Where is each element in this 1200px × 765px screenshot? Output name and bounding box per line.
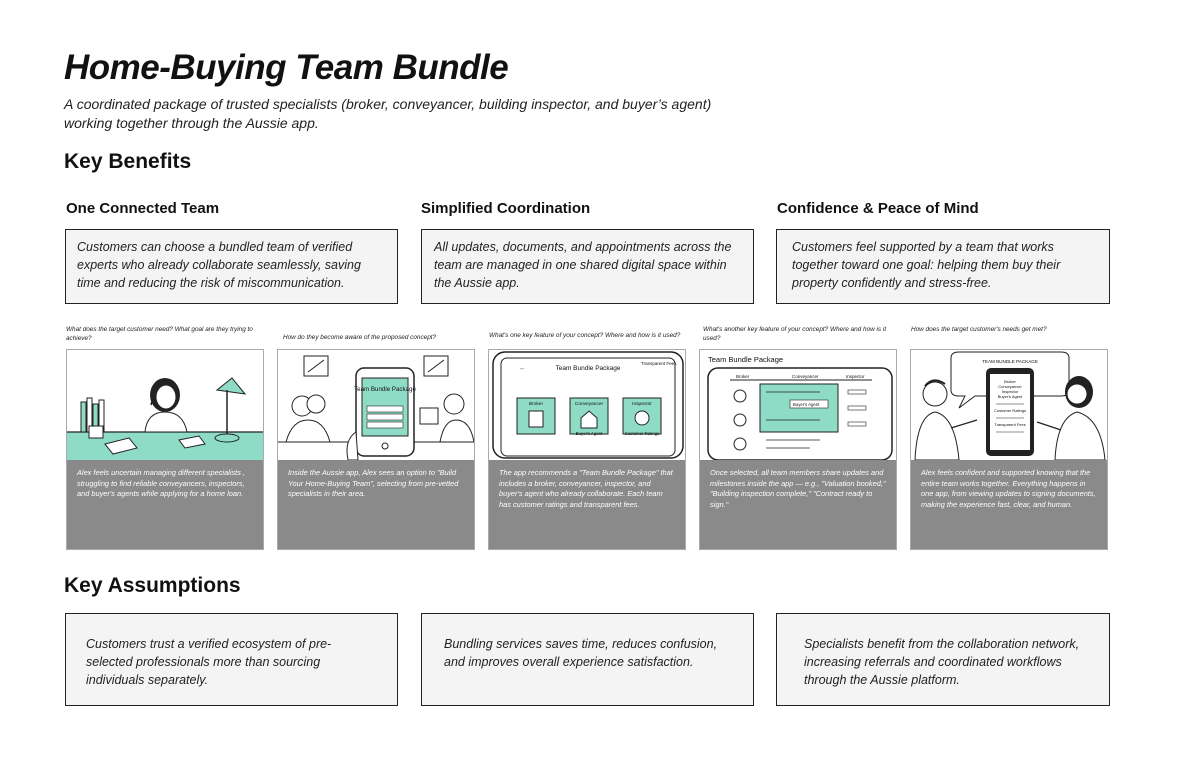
phone5-line-3: Inspector <box>1002 389 1019 394</box>
storyboard-panel-3: ← Team Bundle Package Transparent Fees B… <box>488 349 686 550</box>
sketch-confident-customer: TEAM BUNDLE PACKAGE Broker Conveyancer I… <box>911 350 1107 461</box>
storyboard-panel-5: TEAM BUNDLE PACKAGE Broker Conveyancer I… <box>910 349 1108 550</box>
storyboard-caption-1: Alex feels uncertain managing different … <box>67 461 263 549</box>
storyboard-panel-4: Team Bundle Package Broker Conveyancer I… <box>699 349 897 550</box>
benefit-text-2: All updates, documents, and appointments… <box>434 240 732 290</box>
storyboard-panel-2: Team Bundle Package Inside the Aussie ap… <box>277 349 475 550</box>
assumption-text-1: Customers trust a verified ecosystem of … <box>86 637 332 687</box>
svg-text:←: ← <box>519 365 526 372</box>
assumption-card-3: Specialists benefit from the collaborati… <box>776 613 1110 706</box>
benefit-text-1: Customers can choose a bundled team of v… <box>77 240 361 290</box>
page-title: Home-Buying Team Bundle <box>64 48 509 87</box>
assumption-text-3: Specialists benefit from the collaborati… <box>804 637 1080 687</box>
tablet3-tile-broker: Broker <box>529 401 544 407</box>
tablet3-sub-ratings: Customer Ratings <box>625 431 659 436</box>
storyboard-question-4: What's another key feature of your conce… <box>703 326 887 342</box>
benefit-text-3: Customers feel supported by a team that … <box>792 240 1061 290</box>
sketch-person-at-desk <box>67 350 263 461</box>
storyboard-question-5: How does the target customer's needs get… <box>911 326 1047 333</box>
assumptions-heading: Key Assumptions <box>64 574 241 597</box>
bubble5-title: TEAM BUNDLE PACKAGE <box>982 359 1038 364</box>
tablet4-tag: Buyer's Agent <box>793 402 820 407</box>
tablet4-col-broker: Broker <box>736 374 750 379</box>
storyboard-caption-2: Inside the Aussie app, Alex sees an opti… <box>278 461 474 549</box>
storyboard-question-1: What does the target customer need? What… <box>66 326 253 342</box>
benefit-title-3: Confidence & Peace of Mind <box>777 200 979 217</box>
phone2-title: Team Bundle Package <box>354 386 416 393</box>
benefit-title-1: One Connected Team <box>66 200 220 217</box>
benefit-title-2: Simplified Coordination <box>421 200 591 217</box>
storyboard-panel-1: Alex feels uncertain managing different … <box>66 349 264 550</box>
assumption-card-1: Customers trust a verified ecosystem of … <box>65 613 398 706</box>
tablet4-header: Team Bundle Package <box>708 355 783 364</box>
phone5-line-2: Conveyancer <box>998 384 1022 389</box>
storyboard-question-3: What's one key feature of your concept? … <box>489 332 681 339</box>
storyboard-caption-3: The app recommends a "Team Bundle Packag… <box>489 461 685 549</box>
benefit-card-3: Customers feel supported by a team that … <box>776 229 1110 304</box>
tablet4-col-conveyancer: Conveyancer <box>792 374 819 379</box>
storyboard-caption-4: Once selected, all team members share up… <box>700 461 896 549</box>
sketch-tablet-team-tiles: ← Team Bundle Package Transparent Fees B… <box>489 350 685 461</box>
sketch-phone-in-hand: Team Bundle Package <box>278 350 474 461</box>
phone5-line-4: Buyer's Agent <box>998 394 1023 399</box>
phone5-line-6: Transparent Fees <box>994 422 1025 427</box>
tablet3-sub-agent: Buyer's Agent <box>576 431 603 436</box>
tablet4-col-inspector: Inspector <box>846 374 865 379</box>
assumption-card-2: Bundling services saves time, reduces co… <box>421 613 754 706</box>
phone5-line-1: Broker <box>1004 379 1016 384</box>
phone5-line-5: Customer Ratings <box>994 408 1026 413</box>
tablet3-fees: Transparent Fees <box>641 361 677 366</box>
assumption-text-2: Bundling services saves time, reduces co… <box>444 637 718 669</box>
sketch-tablet-milestones: Team Bundle Package Broker Conveyancer I… <box>700 350 896 461</box>
tablet3-tile-conveyancer: Conveyancer <box>575 401 604 407</box>
benefit-card-1: Customers can choose a bundled team of v… <box>65 229 398 304</box>
storyboard-question-2: How do they become aware of the proposed… <box>283 334 437 341</box>
storyboard-caption-5: Alex feels confident and supported knowi… <box>911 461 1107 549</box>
page-subtitle: A coordinated package of trusted special… <box>64 96 712 131</box>
tablet3-tile-inspector: Inspector <box>632 401 652 407</box>
benefit-card-2: All updates, documents, and appointments… <box>421 229 754 304</box>
tablet3-title: Team Bundle Package <box>555 365 620 372</box>
benefits-heading: Key Benefits <box>64 150 192 173</box>
